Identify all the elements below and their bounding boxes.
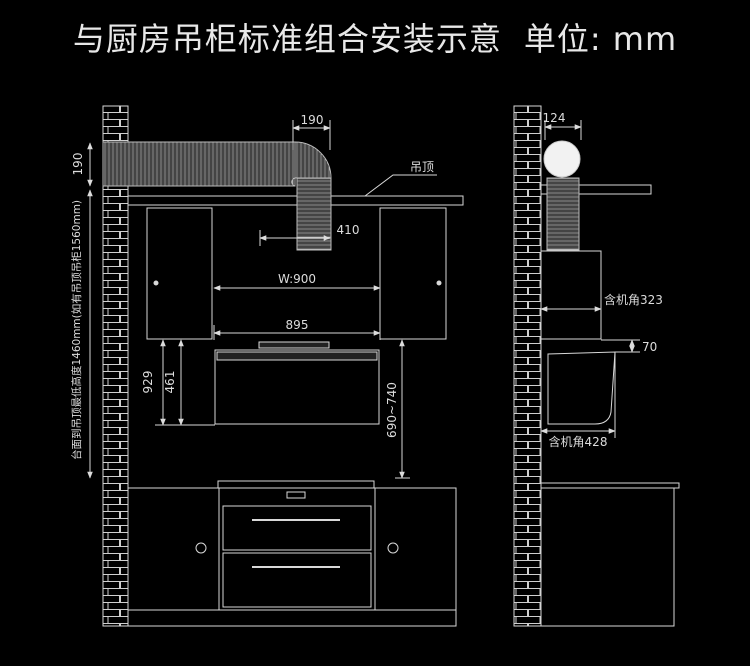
wall-cabinet-side (540, 250, 602, 340)
exhaust-duct-horizontal (102, 141, 296, 187)
exhaust-duct-vertical (296, 177, 332, 251)
cabinet-knob-right (436, 280, 442, 286)
wall-cabinet-left (146, 207, 213, 340)
dim-895: 895 (286, 318, 309, 332)
dim-190-top: 190 (301, 113, 324, 127)
range-hood-top (258, 341, 330, 349)
angle-428-label: 含机角428 (549, 434, 608, 449)
ceiling-slab (127, 195, 464, 206)
dim-690-740: 690~740 (385, 382, 399, 438)
angle-323-label: 含机角323 (604, 292, 663, 307)
dim-410: 410 (337, 223, 360, 237)
door-knob-left (195, 542, 207, 554)
title-text: 与厨房吊柜标准组合安装示意 (72, 20, 502, 58)
door-knob-right (387, 542, 399, 554)
oven-drawer-top (222, 505, 372, 551)
duct-cross-section (543, 140, 581, 178)
cabinet-knob-left (153, 280, 159, 286)
oven-drawer-bottom (222, 552, 372, 608)
page-title: 与厨房吊柜标准组合安装示意单位: mm (0, 14, 750, 60)
base-plinth (127, 609, 457, 627)
brick-wall-front (102, 105, 129, 627)
dim-w900: W:900 (278, 272, 316, 286)
range-hood-side (547, 351, 616, 425)
countertop-side (540, 482, 680, 489)
wall-cabinet-right (379, 207, 447, 340)
range-hood-body (214, 349, 380, 425)
ceiling-slab-side (540, 184, 652, 195)
ceiling-label: 吊顶 (410, 160, 434, 174)
base-cabinet-side (540, 487, 675, 627)
range-hood-panel (216, 351, 378, 361)
oven-display (286, 491, 306, 499)
dim-190-left: 190 (71, 153, 85, 176)
dim-124: 124 (543, 111, 566, 125)
dim-70: 70 (642, 340, 657, 354)
dim-929: 929 (141, 371, 155, 394)
brick-wall-side (513, 105, 542, 627)
cooktop (217, 480, 375, 489)
vertical-height-note: 台面到吊顶最低高度1460mm(如有吊顶吊柜1560mm) (70, 200, 83, 460)
dim-461: 461 (163, 371, 177, 394)
unit-text: 单位: mm (523, 20, 678, 58)
duct-vertical-side (546, 177, 580, 251)
